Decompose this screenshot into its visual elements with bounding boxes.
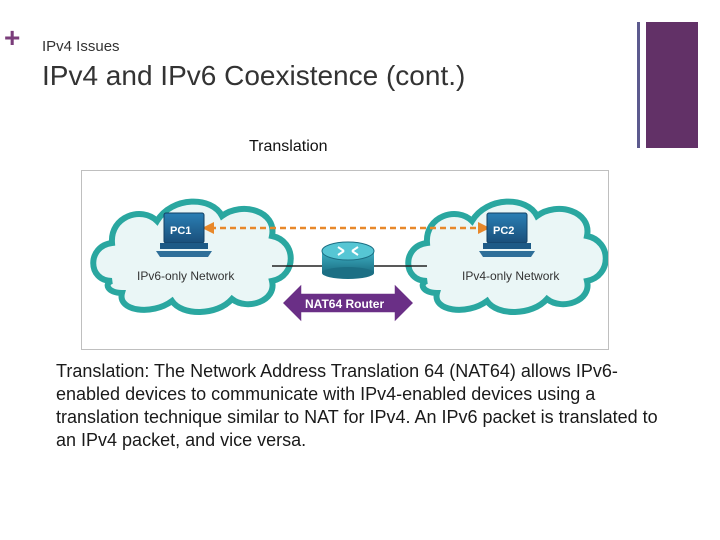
section-label: IPv4 Issues — [42, 38, 120, 55]
pc2-label: PC2 — [493, 225, 514, 237]
pc1-icon: PC1 — [156, 212, 212, 257]
router-icon — [321, 241, 375, 279]
body-paragraph: Translation: The Network Address Transla… — [56, 360, 676, 452]
page-title: IPv4 and IPv6 Coexistence (cont.) — [42, 60, 466, 91]
nat64-router-arrow: NAT64 Router — [280, 281, 416, 325]
pc-communication-arrow — [202, 222, 490, 234]
nat64-diagram: PC1 PC2 IPv6-only Network IPv4-only Netw… — [81, 170, 609, 350]
router-label: NAT64 Router — [305, 297, 384, 311]
term-description: : The Network Address Translation 64 (NA… — [56, 361, 658, 450]
pc2-icon: PC2 — [479, 212, 535, 257]
right-network-label: IPv4-only Network — [462, 269, 560, 283]
decor-bar-thin — [637, 22, 640, 148]
figure-caption: Translation — [249, 138, 328, 155]
decor-bar-wide — [646, 22, 698, 148]
pc1-label: PC1 — [170, 225, 191, 237]
left-network-label: IPv6-only Network — [137, 269, 235, 283]
plus-icon: + — [4, 22, 21, 53]
term-label: Translation — [56, 361, 145, 381]
